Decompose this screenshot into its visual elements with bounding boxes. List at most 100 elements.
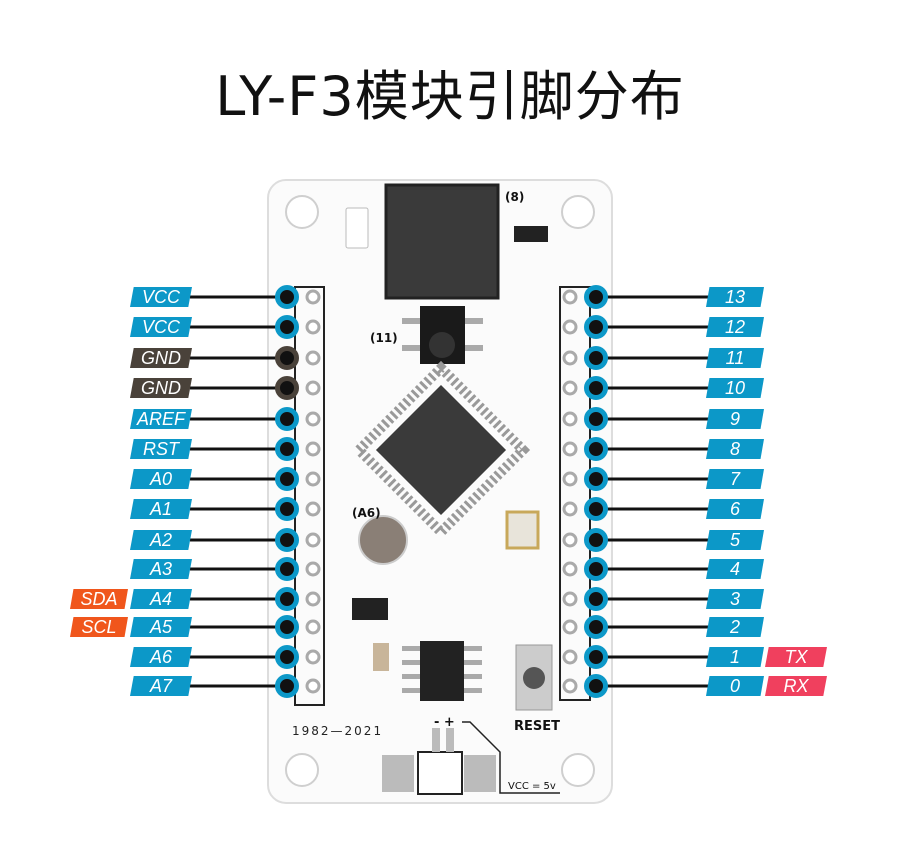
pin-d10 (584, 376, 608, 400)
pin-label-a6: A6 (130, 647, 192, 667)
header-hole (305, 380, 321, 396)
pin-label-d10: 10 (706, 378, 764, 398)
header-hole (562, 441, 578, 457)
year-text: 1982—2021 (292, 724, 383, 738)
pin-d7 (584, 467, 608, 491)
pin-label-a0: A0 (130, 469, 192, 489)
mounting-hole (561, 753, 595, 787)
pin-label-d5: 5 (706, 530, 764, 550)
alt-label-tx: TX (765, 647, 827, 667)
pin-a2 (275, 528, 299, 552)
header-hole (305, 501, 321, 517)
mounting-hole (285, 753, 319, 787)
eeprom-chip (420, 641, 464, 701)
pin-d1 (584, 645, 608, 669)
pin-label-aref: AREF (130, 409, 192, 429)
pin-d11 (584, 346, 608, 370)
pin-d2 (584, 615, 608, 639)
pin-d13 (584, 285, 608, 309)
power-note: VCC = 5v (508, 781, 556, 792)
pin-gnd (275, 346, 299, 370)
header-hole (562, 380, 578, 396)
header-hole (305, 350, 321, 366)
pin-a1 (275, 497, 299, 521)
pin-d8 (584, 437, 608, 461)
pin-label-d0: 0 (706, 676, 764, 696)
pin-label-d8: 8 (706, 439, 764, 459)
header-hole (305, 441, 321, 457)
pin-label-a2: A2 (130, 530, 192, 550)
pin-label-a7: A7 (130, 676, 192, 696)
pin-a6 (275, 645, 299, 669)
header-hole (305, 591, 321, 607)
pin-vcc (275, 315, 299, 339)
pin-d6 (584, 497, 608, 521)
right-header (559, 286, 591, 701)
header-hole (305, 678, 321, 694)
board: (8) (11) (A6) 1982—2021 RESET VCC = 5v -… (267, 179, 613, 804)
header-hole (305, 561, 321, 577)
header-hole (305, 411, 321, 427)
ir-tag: (11) (370, 331, 398, 345)
pin-label-rst: RST (130, 439, 192, 459)
buzzer (384, 183, 500, 300)
header-hole (562, 411, 578, 427)
header-hole (305, 471, 321, 487)
header-hole (562, 350, 578, 366)
header-hole (305, 619, 321, 635)
pins (190, 285, 710, 698)
pin-d4 (584, 557, 608, 581)
pin-label-d9: 9 (706, 409, 764, 429)
pin-d3 (584, 587, 608, 611)
pin-d9 (584, 407, 608, 431)
left-header (294, 286, 325, 706)
pin-gnd (275, 376, 299, 400)
crystal (505, 510, 540, 550)
pin-label-a5: A5 (130, 617, 192, 637)
pin-a3 (275, 557, 299, 581)
pin-label-a4: A4 (130, 589, 192, 609)
alt-label-rx: RX (765, 676, 827, 696)
pin-d12 (584, 315, 608, 339)
alt-label-sda: SDA (70, 589, 128, 609)
header-hole (305, 532, 321, 548)
pin-a7 (275, 674, 299, 698)
pin-a5 (275, 615, 299, 639)
pin-aref (275, 407, 299, 431)
header-hole (562, 591, 578, 607)
pin-label-vcc: VCC (130, 317, 192, 337)
page-title: LY-F3模块引脚分布 (215, 65, 685, 128)
alt-label-scl: SCL (70, 617, 128, 637)
header-hole (305, 319, 321, 335)
header-hole (305, 289, 321, 305)
pin-label-vcc: VCC (130, 287, 192, 307)
header-hole (562, 619, 578, 635)
pin-a0 (275, 467, 299, 491)
pin-d0 (584, 674, 608, 698)
header-hole (562, 649, 578, 665)
pin-label-a1: A1 (130, 499, 192, 519)
pin-label-a3: A3 (130, 559, 192, 579)
mounting-hole (561, 195, 595, 229)
pin-label-d13: 13 (706, 287, 764, 307)
pin-d5 (584, 528, 608, 552)
pin-vcc (275, 285, 299, 309)
header-hole (562, 319, 578, 335)
pin-label-d7: 7 (706, 469, 764, 489)
microphone (358, 515, 408, 565)
pin-label-d2: 2 (706, 617, 764, 637)
polarity-mark: - + (434, 715, 455, 730)
header-hole (305, 649, 321, 665)
header-hole (562, 501, 578, 517)
header-hole (562, 678, 578, 694)
pin-label-d4: 4 (706, 559, 764, 579)
header-hole (562, 561, 578, 577)
mic-tag: (A6) (352, 506, 381, 520)
mounting-hole (285, 195, 319, 229)
pin-label-d12: 12 (706, 317, 764, 337)
pin-a4 (275, 587, 299, 611)
pin-label-d11: 11 (706, 348, 764, 368)
pin-label-d1: 1 (706, 647, 764, 667)
header-hole (562, 289, 578, 305)
